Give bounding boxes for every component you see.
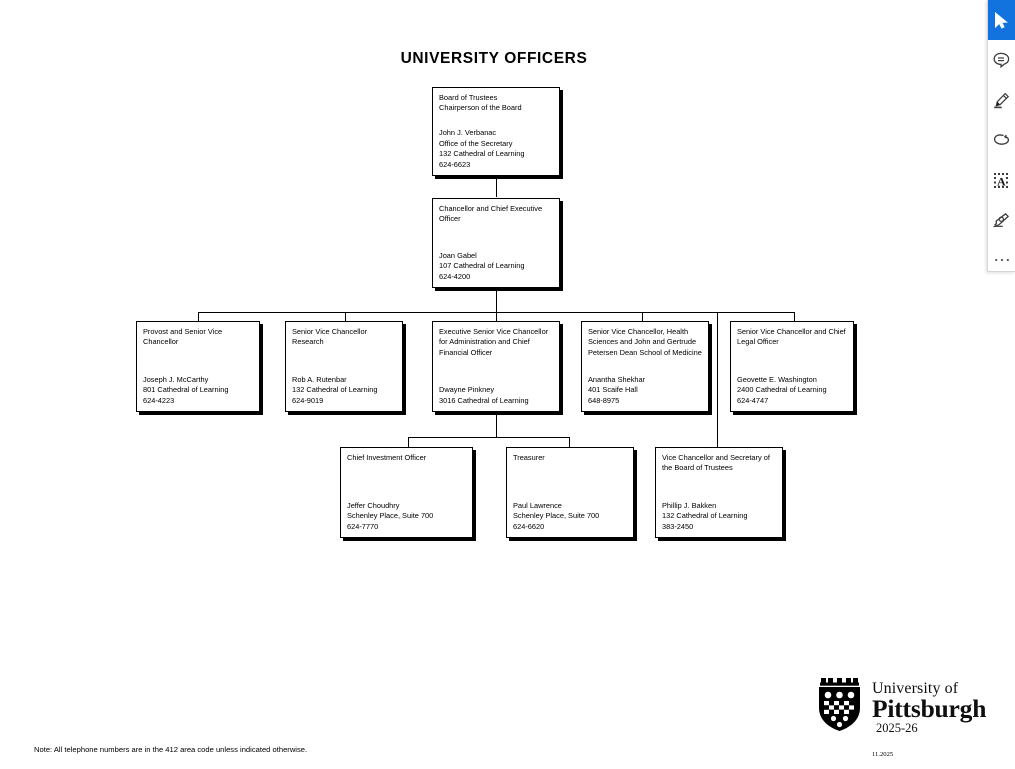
logo-university-line: University of <box>872 680 959 697</box>
cursor-arrow-icon <box>995 11 1008 29</box>
org-node-person: Geovette E. Washington 2400 Cathedral of… <box>737 374 827 405</box>
comment-icon <box>993 52 1010 68</box>
revision-date: 11.2025 <box>872 751 894 758</box>
tool-text[interactable]: A <box>988 160 1015 200</box>
org-node-title: Chief Investment Officer <box>347 453 427 462</box>
connector-drop-legal <box>794 312 796 321</box>
org-node-title: Senior Vice Chancellor, Health Sciences … <box>588 327 702 357</box>
org-node-title: Vice Chancellor and Secretary of the Boa… <box>662 453 770 473</box>
logo-pittsburgh-line: Pittsburgh <box>872 694 987 723</box>
annotation-toolbar[interactable]: A <box>987 0 1015 272</box>
connector-drop-investment <box>408 437 410 447</box>
text-box-icon: A <box>994 172 1008 188</box>
org-node-title: Executive Senior Vice Chancellor for Adm… <box>439 327 549 357</box>
connector-drop-treasurer <box>569 437 571 447</box>
connector-drop-vc-secretary <box>717 312 719 447</box>
page-title: UNIVERSITY OFFICERS <box>400 50 588 67</box>
org-node-vc-secretary-board[interactable]: Vice Chancellor and Secretary of the Boa… <box>655 447 783 538</box>
connector-chancellor-stem <box>496 288 498 313</box>
logo-wordmark: University of Pittsburgh <box>872 680 986 722</box>
org-node-svc-chief-legal-officer[interactable]: Senior Vice Chancellor and Chief Legal O… <box>730 321 854 412</box>
org-node-title: Chancellor and Chief Executive Officer <box>439 204 543 224</box>
university-logo: University of Pittsburgh 2025-26 <box>815 676 988 738</box>
connector-drop-health <box>642 312 644 321</box>
pdf-page-canvas: UNIVERSITY OFFICERS Board of Trustees Ch… <box>34 50 988 758</box>
org-node-person: Rob A. Rutenbar 132 Cathedral of Learnin… <box>292 374 378 405</box>
tool-signature[interactable] <box>988 200 1015 240</box>
org-node-person: John J. Verbanac Office of the Secretary… <box>439 128 525 169</box>
tool-select[interactable] <box>988 0 1015 40</box>
logo-year-line: 2025-26 <box>876 721 918 735</box>
connector-drop-cfo <box>496 312 498 321</box>
org-node-provost[interactable]: Provost and Senior Vice Chancellor Josep… <box>136 321 260 412</box>
tool-highlight[interactable] <box>988 80 1015 120</box>
highlighter-icon <box>994 92 1010 108</box>
svg-text:A: A <box>997 174 1006 188</box>
connector-cfo-stem <box>496 412 498 437</box>
org-node-title: Treasurer <box>513 453 545 462</box>
org-node-board-of-trustees[interactable]: Board of Trustees Chairperson of the Boa… <box>432 87 560 176</box>
connector-drop-research <box>345 312 347 321</box>
footer-note: Note: All telephone numbers are in the 4… <box>34 745 308 754</box>
lasso-draw-icon <box>993 134 1010 145</box>
org-node-svc-research[interactable]: Senior Vice Chancellor Research Rob A. R… <box>285 321 403 412</box>
tool-comment[interactable] <box>988 40 1015 80</box>
org-node-person: Paul Lawrence Schenley Place, Suite 700 … <box>513 500 600 531</box>
tool-draw[interactable] <box>988 120 1015 160</box>
tool-more[interactable] <box>988 240 1015 280</box>
connector-trustees-to-chancellor <box>496 176 498 197</box>
org-node-person: Anantha Shekhar 401 Scaife Hall 648-8975 <box>588 374 646 405</box>
org-node-title: Provost and Senior Vice Chancellor <box>143 327 223 347</box>
org-node-treasurer[interactable]: Treasurer Paul Lawrence Schenley Place, … <box>506 447 634 538</box>
org-node-chancellor[interactable]: Chancellor and Chief Executive Officer J… <box>432 198 560 288</box>
org-node-title: Board of Trustees Chairperson of the Boa… <box>439 93 522 113</box>
org-node-svc-health-sciences[interactable]: Senior Vice Chancellor, Health Sciences … <box>581 321 709 412</box>
org-node-person: Phillip J. Bakken 132 Cathedral of Learn… <box>662 500 748 531</box>
org-node-person: Dwayne Pinkney 3016 Cathedral of Learnin… <box>439 385 529 405</box>
connector-drop-provost <box>198 312 200 321</box>
org-node-esvc-administration-cfo[interactable]: Executive Senior Vice Chancellor for Adm… <box>432 321 560 412</box>
org-node-title: Senior Vice Chancellor and Chief Legal O… <box>737 327 846 347</box>
pitt-shield-icon <box>819 678 860 731</box>
org-node-chief-investment-officer[interactable]: Chief Investment Officer Jeffer Choudhry… <box>340 447 473 538</box>
signature-pen-icon <box>992 213 1009 228</box>
org-node-title: Senior Vice Chancellor Research <box>292 327 368 347</box>
more-dots-icon <box>994 258 1009 262</box>
org-node-person: Joseph J. McCarthy 801 Cathedral of Lear… <box>143 374 229 405</box>
org-node-person: Joan Gabel 107 Cathedral of Learning 624… <box>439 250 525 281</box>
connector-level4-bus <box>408 437 570 439</box>
org-node-person: Jeffer Choudhry Schenley Place, Suite 70… <box>347 500 434 531</box>
